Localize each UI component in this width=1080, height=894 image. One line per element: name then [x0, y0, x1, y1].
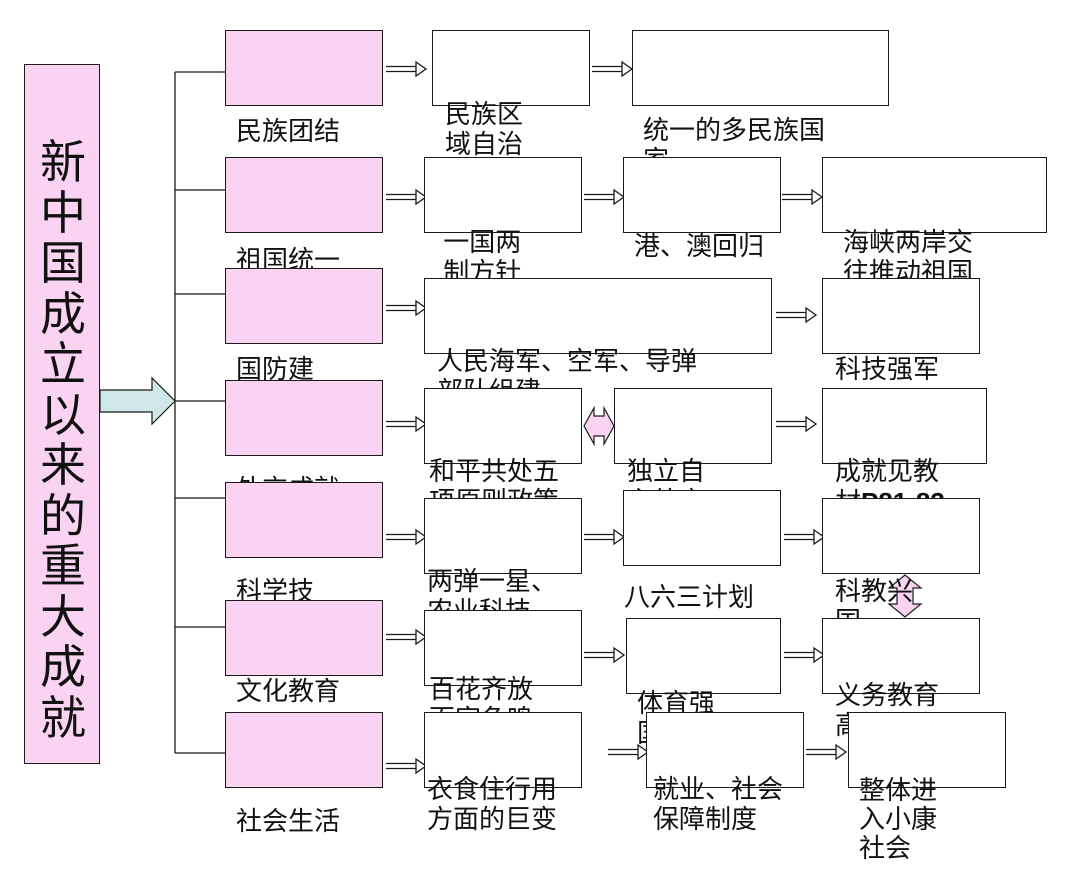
node-unity-1: 民族区 域自治 政策 — [432, 30, 590, 190]
category-culture-label: 文化教育 — [236, 677, 341, 707]
node-social-2: 就业、社会 保障制度 — [646, 712, 804, 835]
category-unity-label: 民族团结 — [236, 117, 341, 147]
category-diplomacy: 外交成就 — [225, 380, 383, 505]
category-social-label: 社会生活 — [236, 807, 341, 837]
node-diplomacy-3-line1: 成就见教 — [835, 457, 940, 487]
node-reunification-2-text: 港、澳回归 — [634, 232, 765, 262]
main-title-box: 新中国成立以来的重大成就 — [24, 64, 100, 764]
node-science-3: 科教兴 国 — [822, 498, 980, 637]
category-defense: 国防建 设 — [225, 268, 383, 415]
node-science-1: 两弹一星、 农业科技 — [424, 498, 582, 627]
node-reunification-3: 海峡两岸交 往推动祖国 统一 — [822, 157, 1047, 318]
node-unity-2: 统一的多民族国 家 — [632, 30, 889, 176]
node-social-2-text: 就业、社会 保障制度 — [653, 775, 784, 835]
node-reunification-2: 港、澳回归 — [623, 157, 781, 262]
node-defense-1: 人民海军、空军、导弹 部队组建 — [424, 278, 772, 407]
category-culture: 文化教育 — [225, 600, 383, 707]
node-defense-2: 科技强军 — [822, 278, 980, 385]
node-science-2: 八六三计划 — [623, 490, 781, 613]
node-defense-2-text: 科技强军 — [835, 355, 940, 385]
node-social-3-text: 整体进 入小康 社会 — [859, 776, 938, 864]
node-diplomacy-3: 成就见教 材P81-83 — [822, 388, 987, 518]
category-unity: 民族团结 — [225, 30, 383, 147]
node-culture-1: 百花齐放 百家争鸣 — [424, 610, 582, 735]
node-social-1: 衣食住行用 方面的巨变 — [424, 712, 582, 835]
category-social: 社会生活 — [225, 712, 383, 837]
node-reunification-1: 一国两 制方针 — [424, 157, 582, 288]
node-social-1-text: 衣食住行用 方面的巨变 — [427, 775, 558, 835]
main-arrow — [99, 376, 176, 426]
node-social-3: 整体进 入小康 社会 — [848, 712, 1006, 864]
node-science-2-text: 八六三计划 — [624, 583, 755, 613]
node-culture-3: 义务教育 高等教育 — [822, 618, 980, 741]
double-arrow-vertical — [887, 574, 923, 618]
bracket-lines — [174, 71, 225, 754]
node-culture-2: 体育强 国 — [626, 618, 781, 749]
main-title: 新中国成立以来的重大成就 — [40, 135, 86, 745]
category-science: 科学技 术 — [225, 482, 383, 637]
category-reunification: 祖国统一 — [225, 157, 383, 276]
connector-layer — [99, 61, 923, 774]
node-diplomacy-1: 和平共处五 项原则政策 — [424, 388, 582, 517]
node-diplomacy-2: 独立自 主外交 方针 — [614, 388, 772, 547]
